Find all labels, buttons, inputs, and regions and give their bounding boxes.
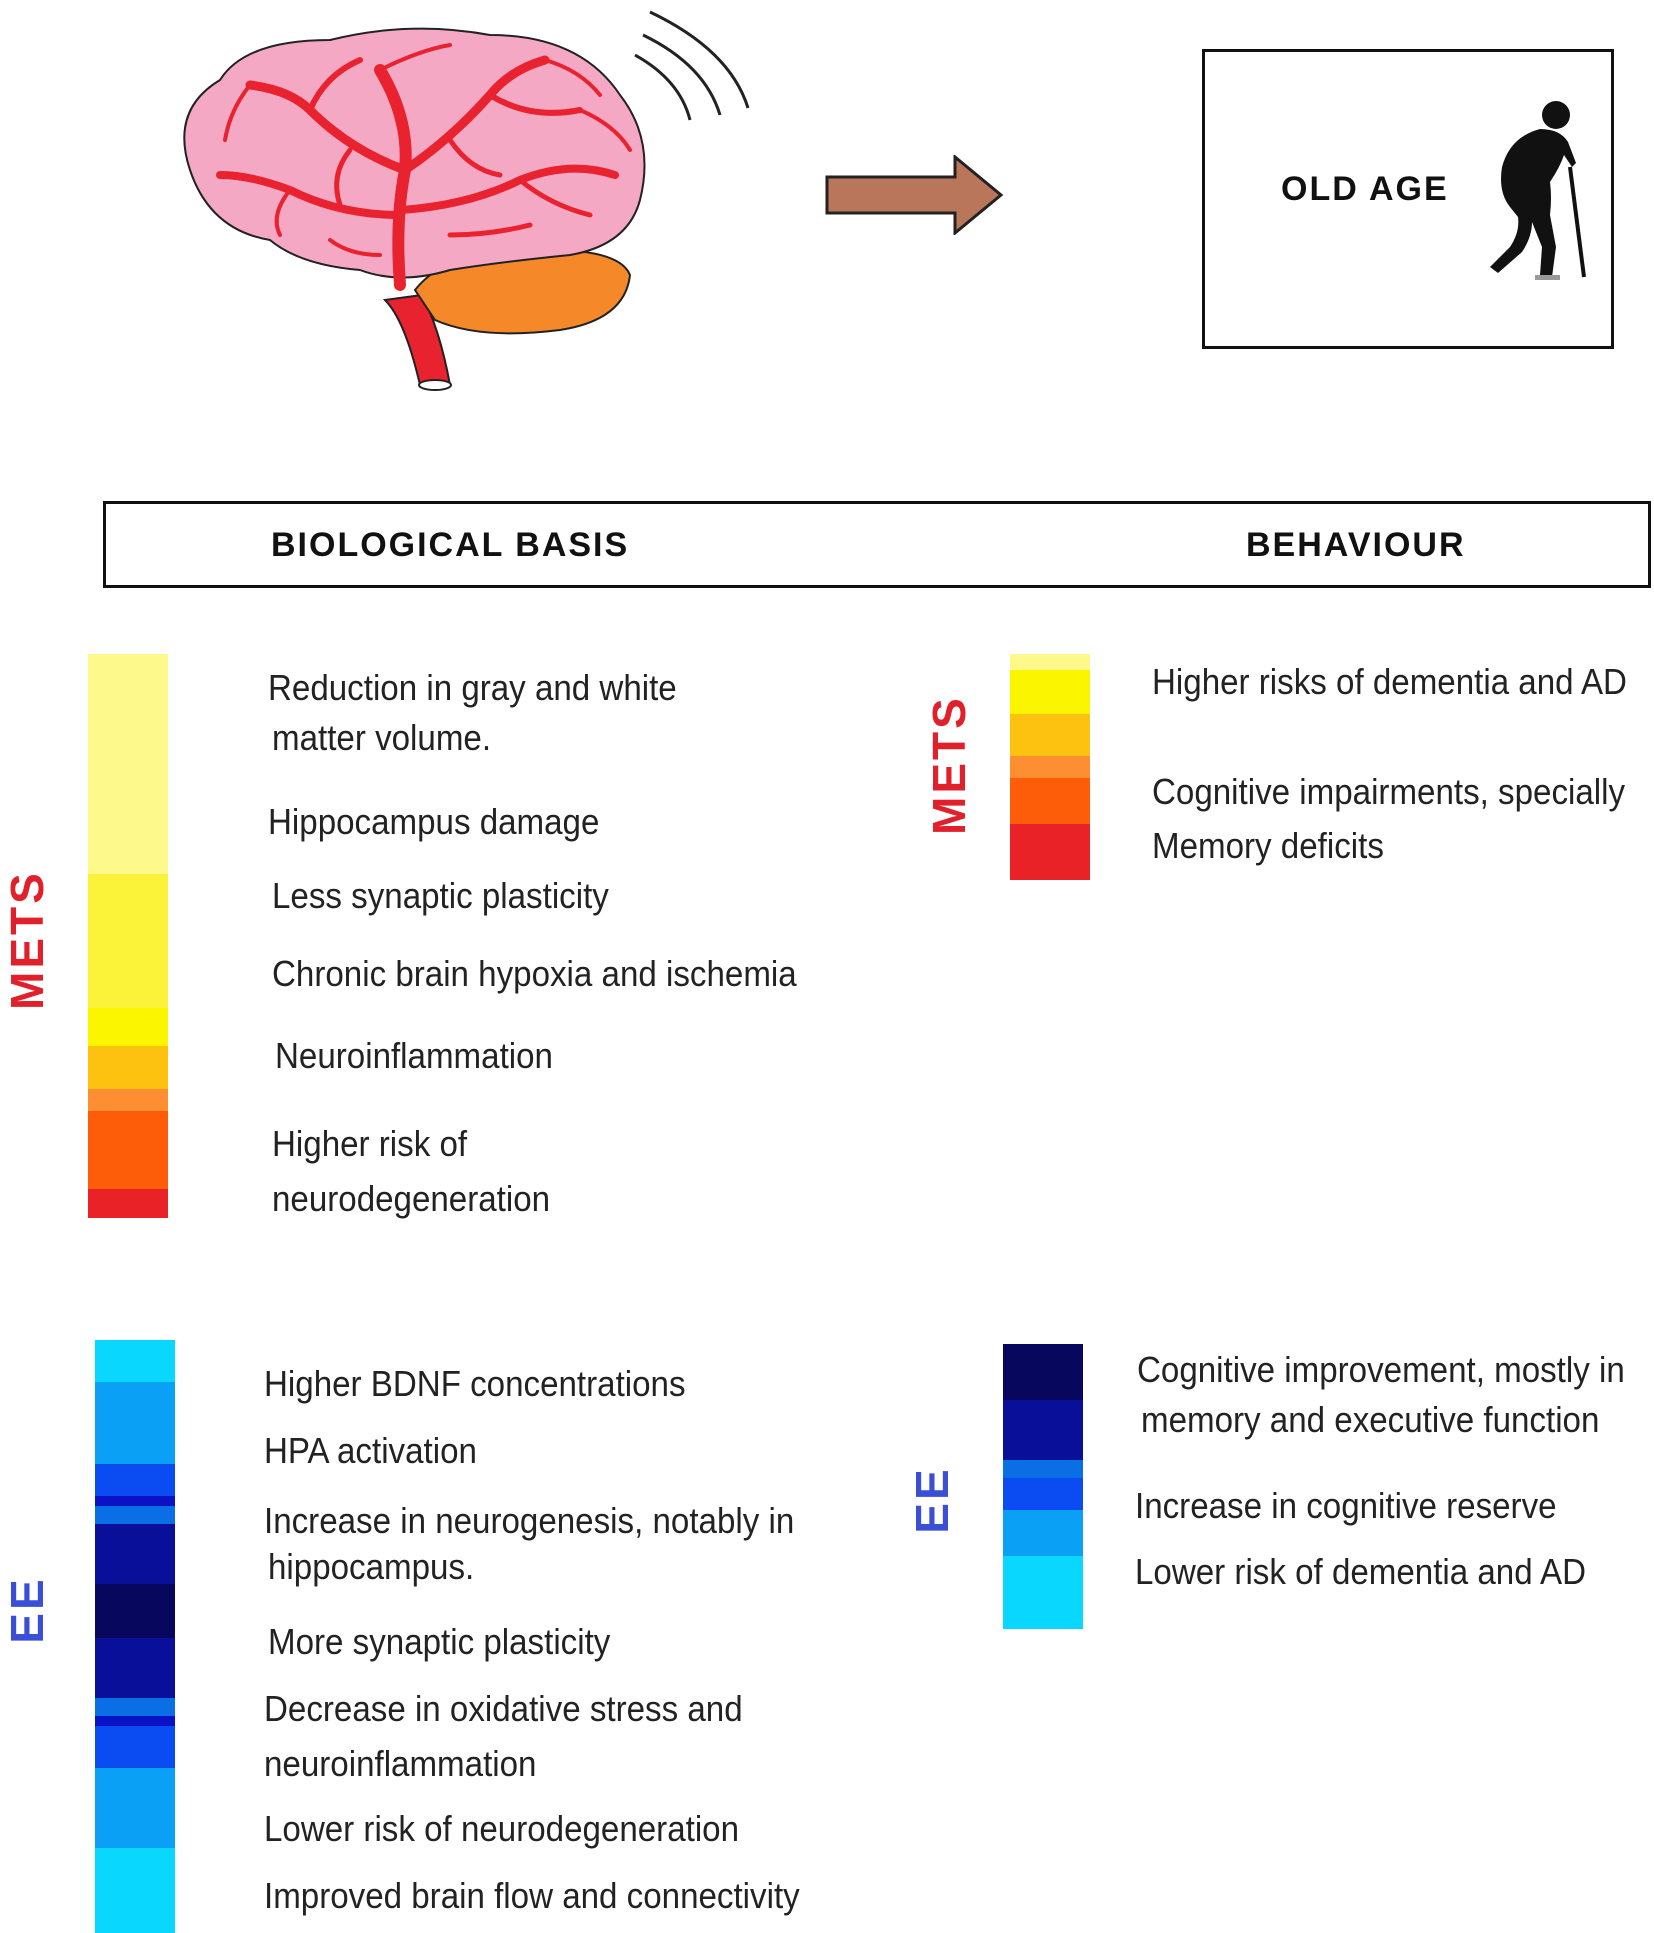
ee-bio-item-6: Decrease in oxidative stress and xyxy=(264,1688,743,1729)
mets-beh-item-1: Higher risks of dementia and AD xyxy=(1152,661,1627,702)
mets-bio-item-3: Hippocampus damage xyxy=(268,801,600,842)
mets-beh-item-2: Cognitive impairments, specially xyxy=(1152,771,1626,812)
brain-illustration xyxy=(183,10,750,391)
mets-bio-item-8: neurodegeneration xyxy=(272,1178,551,1219)
cerebrum xyxy=(183,27,646,279)
mets-bio-item-1: Reduction in gray and white xyxy=(268,667,677,708)
header-band: BIOLOGICAL BASIS BEHAVIOUR xyxy=(103,501,1651,588)
ee-beh-item-2: memory and executive function xyxy=(1141,1399,1600,1440)
mets-bio-item-2: matter volume. xyxy=(272,717,492,758)
ee-bio-item-8: Lower risk of neurodegeneration xyxy=(264,1808,740,1849)
mets-label-right: METS xyxy=(923,695,975,835)
ee-label-left: EE xyxy=(1,1576,53,1644)
mets-bio-item-7: Higher risk of xyxy=(272,1123,468,1164)
blood-vessels xyxy=(216,43,632,291)
behaviour-header: BEHAVIOUR xyxy=(1246,526,1466,564)
mets-heat-bar-left xyxy=(88,654,168,1218)
signal-waves-icon xyxy=(634,10,750,121)
mets-bio-item-4: Less synaptic plasticity xyxy=(272,875,609,916)
ee-label-right: EE xyxy=(906,1466,958,1534)
ee-beh-item-3: Increase in cognitive reserve xyxy=(1135,1485,1557,1526)
ee-bio-item-1: Higher BDNF concentrations xyxy=(264,1363,686,1404)
ee-beh-item-4: Lower risk of dementia and AD xyxy=(1135,1551,1587,1592)
old-age-label: OLD AGE xyxy=(1281,170,1449,208)
mets-label-left: METS xyxy=(1,870,53,1010)
ee-bio-item-4: hippocampus. xyxy=(268,1546,475,1587)
ee-bio-item-5: More synaptic plasticity xyxy=(268,1621,611,1662)
ee-bio-item-9: Improved brain flow and connectivity xyxy=(264,1875,800,1916)
ee-heat-bar-right xyxy=(1003,1344,1083,1629)
biological-basis-header: BIOLOGICAL BASIS xyxy=(271,526,630,564)
elderly-person-icon xyxy=(1490,101,1586,280)
right-arrow-icon xyxy=(825,155,1004,235)
mets-bio-item-6: Neuroinflammation xyxy=(275,1035,553,1076)
mets-bio-item-5: Chronic brain hypoxia and ischemia xyxy=(272,953,797,994)
mets-beh-item-3: Memory deficits xyxy=(1152,825,1384,866)
ee-bio-item-2: HPA activation xyxy=(264,1430,477,1471)
ee-bio-item-7: neuroinflammation xyxy=(264,1743,537,1784)
old-age-box: OLD AGE xyxy=(1202,49,1614,349)
mets-heat-bar-right xyxy=(1010,654,1090,880)
ee-beh-item-1: Cognitive improvement, mostly in xyxy=(1137,1349,1625,1390)
ee-bio-item-3: Increase in neurogenesis, notably in xyxy=(264,1500,795,1541)
ee-heat-bar-left xyxy=(95,1340,175,1933)
